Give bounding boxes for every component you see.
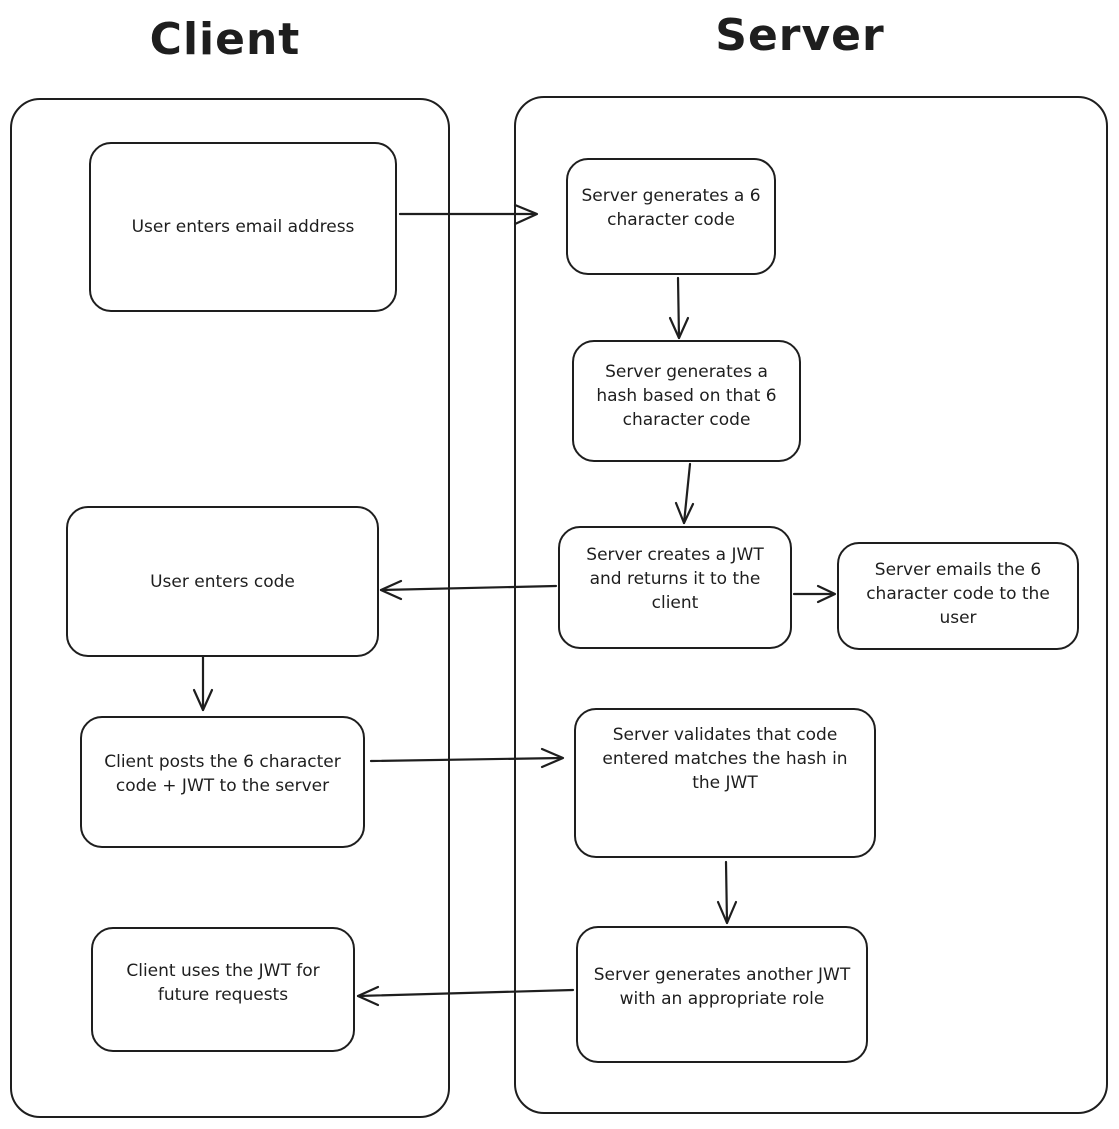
node-server-generates-hash-label: Server generates a hash based on that 6 … [596,362,777,430]
node-server-generates-role-jwt: Server generates another JWT with an app… [576,926,868,1063]
node-client-uses-jwt-label: Client uses the JWT for future requests [126,960,320,1005]
node-server-generates-code: Server generates a 6 character code [566,158,776,275]
node-client-uses-jwt: Client uses the JWT for future requests [91,927,355,1052]
client-lane-title: Client [149,14,301,65]
node-server-creates-jwt: Server creates a JWT and returns it to t… [558,526,792,649]
node-client-posts-code: Client posts the 6 character code + JWT … [80,716,365,848]
node-server-emails-code-label: Server emails the 6 character code to th… [866,560,1050,628]
client-lane [10,98,450,1118]
node-server-validates-code-label: Server validates that code entered match… [602,725,848,793]
node-user-enters-code-label: User enters code [150,571,295,592]
node-client-posts-code-label: Client posts the 6 character code + JWT … [104,752,341,796]
node-user-enters-email-label: User enters email address [131,217,355,237]
node-server-generates-role-jwt-label: Server generates another JWT with an app… [593,964,851,1009]
node-server-generates-hash: Server generates a hash based on that 6 … [572,340,801,462]
server-lane [514,96,1108,1114]
node-user-enters-email: User enters email address [89,142,397,312]
node-server-validates-code: Server validates that code entered match… [574,708,876,858]
node-server-creates-jwt-label: Server creates a JWT and returns it to t… [586,544,764,613]
node-server-emails-code: Server emails the 6 character code to th… [837,542,1079,650]
server-lane-title: Server [715,10,885,61]
node-user-enters-code: User enters code [66,506,379,657]
node-server-generates-code-label: Server generates a 6 character code [581,185,761,230]
